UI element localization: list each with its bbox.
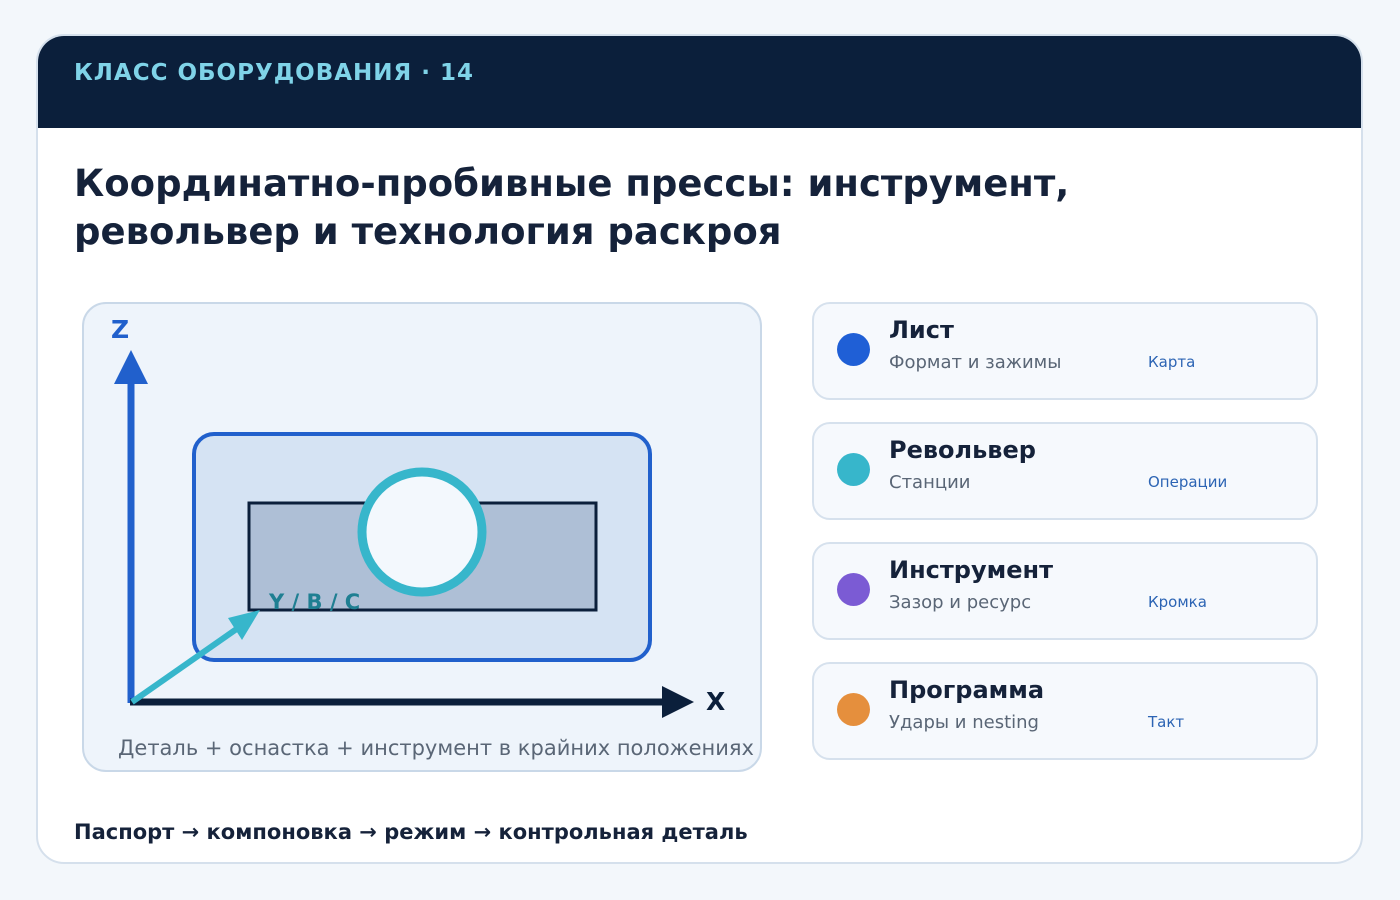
ybc-axis-arrowhead <box>228 610 260 640</box>
item-subtitle: Удары и nesting <box>889 712 1039 733</box>
tool-circle <box>357 467 487 597</box>
header-label: КЛАСС ОБОРУДОВАНИЯ · 14 <box>74 60 475 86</box>
item-title: Программа <box>889 676 1045 704</box>
diagram-caption: Деталь + оснастка + инструмент в крайних… <box>118 736 754 760</box>
item-subtitle: Формат и зажимы <box>889 352 1062 373</box>
item-tag: Такт <box>1148 713 1185 731</box>
axis-z-label: Z <box>111 315 129 344</box>
item-subtitle: Зазор и ресурс <box>889 592 1032 613</box>
x-axis-arrowhead <box>662 686 694 718</box>
list-item-turret: Револьвер Станции Операции <box>812 422 1318 520</box>
item-title: Револьвер <box>889 436 1036 464</box>
page-title: Координатно-пробивные прессы: инструмент… <box>74 162 1070 253</box>
dot-icon <box>837 333 870 366</box>
header-bar: КЛАСС ОБОРУДОВАНИЯ · 14 <box>38 36 1361 128</box>
slide-card: КЛАСС ОБОРУДОВАНИЯ · 14 Координатно-проб… <box>36 34 1363 864</box>
item-tag: Операции <box>1148 473 1228 491</box>
axis-ybc-label: Y / B / C <box>268 590 360 614</box>
dot-icon <box>837 693 870 726</box>
item-subtitle: Станции <box>889 472 971 493</box>
dot-icon <box>837 573 870 606</box>
dot-icon <box>837 453 870 486</box>
axis-x-label: X <box>706 687 725 716</box>
footer-text: Паспорт → компоновка → режим → контрольн… <box>74 820 748 844</box>
item-title: Лист <box>889 316 954 344</box>
diagram-canvas: Z X Y / B / C <box>111 315 725 718</box>
item-title: Инструмент <box>889 556 1054 584</box>
list-item-sheet: Лист Формат и зажимы Карта <box>812 302 1318 400</box>
item-tag: Кромка <box>1148 593 1207 611</box>
item-tag: Карта <box>1148 353 1196 371</box>
list-item-program: Программа Удары и nesting Такт <box>812 662 1318 760</box>
z-axis-arrowhead <box>114 350 148 384</box>
ybc-axis-line <box>130 625 240 705</box>
item-list: Лист Формат и зажимы Карта Револьвер Ста… <box>812 302 1318 782</box>
list-item-tool: Инструмент Зазор и ресурс Кромка <box>812 542 1318 640</box>
